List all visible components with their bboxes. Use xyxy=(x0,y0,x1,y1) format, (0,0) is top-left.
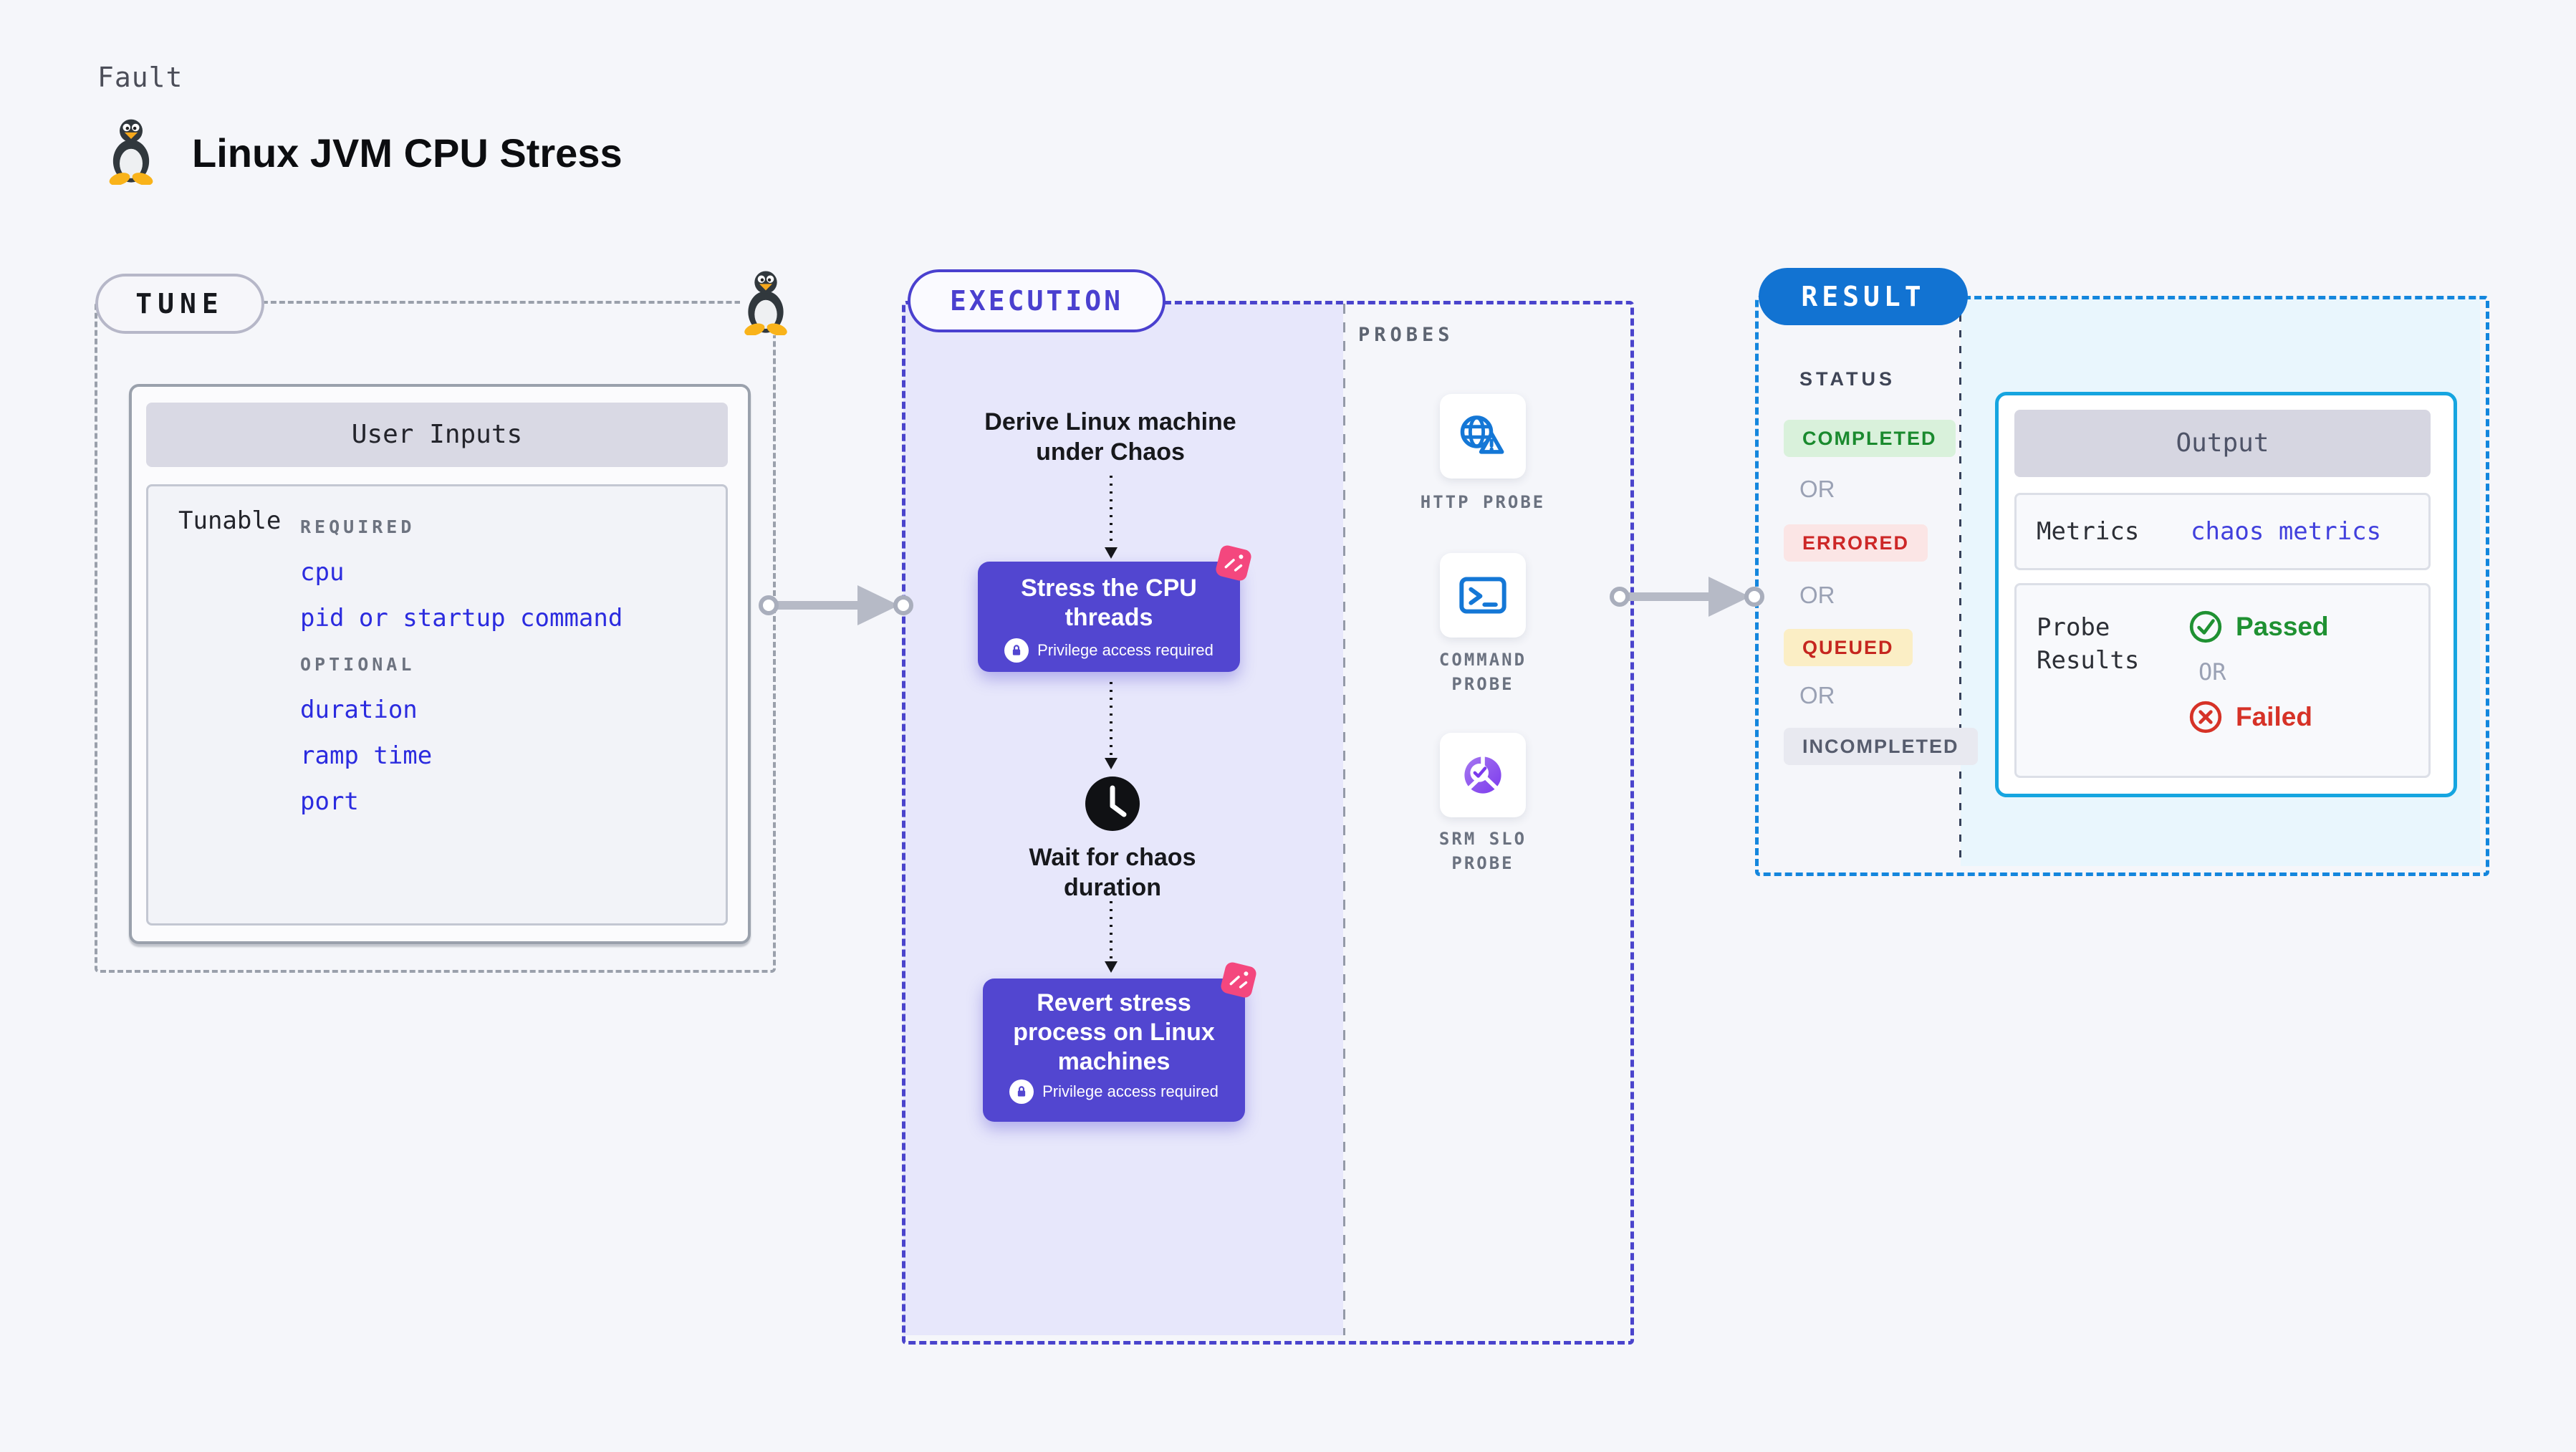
status-badge-completed: COMPLETED xyxy=(1784,420,1956,457)
revert-stress-step[interactable]: Revert stress process on Linux machines … xyxy=(983,979,1245,1122)
derive-step-label: Derive Linux machine under Chaos xyxy=(984,408,1236,466)
clock-icon xyxy=(1084,775,1141,832)
check-circle-icon xyxy=(2189,610,2222,643)
status-badge-incompleted: INCOMPLETED xyxy=(1784,728,1978,765)
tunable-item-port[interactable]: port xyxy=(300,787,359,816)
metrics-row: Metrics chaos metrics xyxy=(2014,493,2431,570)
tunable-label: Tunable xyxy=(178,506,282,535)
http-probe-card[interactable] xyxy=(1440,394,1526,479)
probe-results-row: Probe Results Passed OR Faile xyxy=(2014,583,2431,778)
page-title: Linux JVM CPU Stress xyxy=(192,130,623,176)
command-probe-card[interactable] xyxy=(1440,553,1526,638)
revert-step-label: Revert stress process on Linux machines xyxy=(1013,989,1215,1075)
tunable-item-pid[interactable]: pid or startup command xyxy=(300,604,623,633)
srm-slo-probe-label: SRM SLO PROBE xyxy=(1438,829,1527,873)
lock-icon xyxy=(1004,638,1029,663)
tunable-item-cpu[interactable]: cpu xyxy=(300,558,345,587)
dotted-arrow-icon xyxy=(1101,476,1121,559)
user-inputs-body: Tunable REQUIRED cpu pid or startup comm… xyxy=(146,484,728,925)
tunable-item-ramp-time[interactable]: ramp time xyxy=(300,741,433,770)
http-probe-label: HTTP PROBE xyxy=(1420,492,1546,512)
optional-heading: OPTIONAL xyxy=(300,653,415,675)
or-label: OR xyxy=(1799,476,1835,502)
command-probe-label: COMMAND PROBE xyxy=(1438,650,1527,694)
status-title: STATUS xyxy=(1799,368,1895,390)
privilege-note: Privilege access required xyxy=(1042,1082,1219,1100)
status-badge-queued: QUEUED xyxy=(1784,629,1913,666)
or-label: OR xyxy=(1799,582,1835,608)
tux-icon xyxy=(740,268,792,335)
passed-result: Passed xyxy=(2188,605,2329,648)
tunable-item-duration[interactable]: duration xyxy=(300,696,418,724)
flow-arrow-tune-to-execution xyxy=(757,582,915,628)
wait-step-label: Wait for chaos duration xyxy=(1029,844,1196,901)
srm-slo-probe-card[interactable] xyxy=(1440,733,1526,817)
metrics-label: Metrics xyxy=(2037,517,2140,546)
output-title: Output xyxy=(2014,410,2431,477)
tux-icon xyxy=(105,116,158,185)
lock-icon xyxy=(1009,1080,1034,1104)
status-badge-errored: ERRORED xyxy=(1784,524,1928,562)
globe-warning-icon xyxy=(1460,415,1504,454)
privilege-note: Privilege access required xyxy=(1037,641,1213,659)
execution-badge: EXECUTION xyxy=(908,269,1166,332)
dotted-arrow-icon xyxy=(1101,901,1121,973)
probes-divider xyxy=(1343,304,1345,1335)
chaos-icon xyxy=(1214,544,1253,582)
user-inputs-title: User Inputs xyxy=(146,403,728,467)
passed-label: Passed xyxy=(2236,612,2329,641)
fault-eyebrow: Fault xyxy=(97,62,183,93)
required-heading: REQUIRED xyxy=(300,516,415,537)
stress-step-label: Stress the CPU threads xyxy=(1021,574,1197,631)
terminal-icon xyxy=(1459,577,1506,614)
probes-title: PROBES xyxy=(1358,324,1454,346)
execution-panel xyxy=(902,301,1634,1345)
metrics-value[interactable]: chaos metrics xyxy=(2191,517,2382,546)
tune-badge: TUNE xyxy=(95,274,264,334)
dotted-arrow-icon xyxy=(1101,682,1121,769)
tunable-list: REQUIRED cpu pid or startup command OPTI… xyxy=(300,504,701,824)
flow-arrow-execution-to-result xyxy=(1608,574,1766,620)
tune-panel xyxy=(95,301,776,973)
slo-donut-check-icon xyxy=(1464,754,1501,794)
or-label: OR xyxy=(1799,682,1835,708)
result-badge: RESULT xyxy=(1759,268,1968,325)
result-panel xyxy=(1755,296,2489,876)
or-label: OR xyxy=(2198,658,2226,686)
result-divider xyxy=(1959,299,1961,866)
probe-results-label: Probe Results xyxy=(2037,613,2140,675)
failed-result: Failed xyxy=(2188,696,2329,739)
chaos-icon xyxy=(1219,961,1258,999)
user-inputs-card: User Inputs Tunable REQUIRED cpu pid or … xyxy=(129,384,751,944)
stress-cpu-step[interactable]: Stress the CPU threads Privilege access … xyxy=(978,562,1240,672)
failed-label: Failed xyxy=(2236,702,2312,731)
x-circle-icon xyxy=(2189,701,2222,734)
output-card: Output Metrics chaos metrics Probe Resul… xyxy=(1995,392,2457,797)
